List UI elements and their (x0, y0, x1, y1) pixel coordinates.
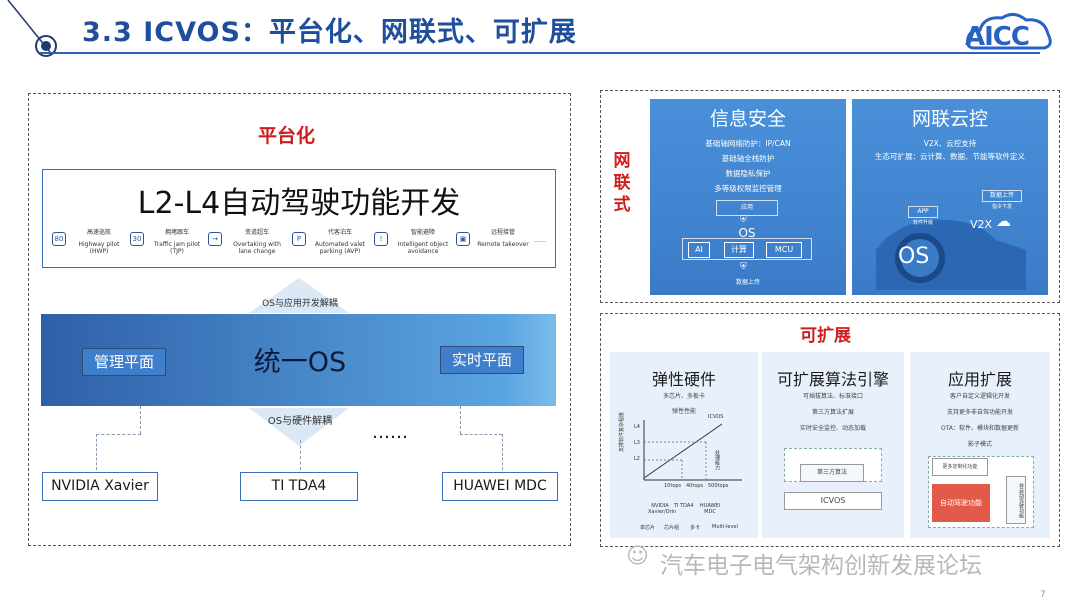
security-mcu-box: MCU (766, 242, 802, 258)
parking-icon: P (292, 232, 306, 246)
security-compute-box: 计算 (724, 242, 754, 258)
algorithm-title: 可扩展算法引擎 (776, 370, 889, 389)
feature-item: 80 高速巡航 Highway pilot (HWP) (50, 229, 130, 263)
cloud-title: 网联云控 (911, 108, 988, 130)
connector (96, 434, 97, 470)
chart-y-label: 支撑软件复杂程度 (619, 411, 625, 452)
shield-icon: ⛨ (740, 215, 747, 225)
connector (96, 434, 141, 435)
hardware-card (610, 352, 758, 538)
adas-banner-title: L2-L4自动驾驶功能开发 (137, 186, 461, 221)
hardware-nvidia: NVIDIA Xavier (42, 472, 158, 501)
car-silhouette-icon (876, 219, 1026, 290)
chart-x-label: 处理能力 (714, 450, 720, 470)
speed-80-icon: 80 (52, 232, 66, 246)
feature-ellipsis: …… (534, 237, 546, 244)
hardware-title: 弹性硬件 (651, 370, 716, 389)
hardware-ti: TI TDA4 (240, 472, 358, 501)
custom-function-box: 更多定制化功能 (932, 458, 988, 476)
logo-text: AICC (965, 22, 1030, 52)
extensible-label: 可扩展 (800, 326, 851, 346)
platform-panel (28, 93, 571, 546)
icvos-box: ICVOS (784, 492, 882, 510)
feature-item: P 代客泊车 Automated valet parking (AVP) (290, 229, 372, 263)
security-os-frame (682, 238, 812, 260)
hardware-ellipsis: …… (372, 422, 408, 443)
extensible-panel (600, 313, 1060, 547)
network-panel (600, 90, 1060, 303)
connector (460, 406, 461, 434)
feature-item: ▣ 远程接管 Remote takeover (454, 229, 534, 263)
feature-item: 30 拥堵跟车 Traffic jam pilot (TJP) (128, 229, 208, 263)
feature-item: → 变道超车 Overtaking with lane change (206, 229, 290, 263)
cloud-upload-box: 数据上传 (982, 190, 1022, 202)
platform-label: 平台化 (258, 125, 316, 147)
header-underline (40, 52, 1040, 54)
remote-icon: ▣ (456, 232, 470, 246)
security-title: 信息安全 (709, 108, 786, 130)
app-extension-title: 应用扩展 (947, 370, 1012, 389)
security-app-box: 应用 (716, 200, 778, 216)
realtime-plane-box: 实时平面 (440, 346, 524, 374)
wechat-icon: ☺ (626, 544, 649, 569)
watermark-text: 汽车电子电气架构创新发展论坛 (660, 553, 982, 579)
cloud-app-box: APP (908, 206, 938, 218)
app-decouple-label: OS与应用开发解耦 (262, 299, 338, 309)
cloud-os-label: OS (898, 244, 930, 269)
third-party-algo-box: 第三方算法 (800, 464, 864, 482)
cloud-icon: ☁ (996, 212, 1011, 230)
connector (502, 434, 503, 470)
unified-os-label: 统一OS (253, 347, 347, 378)
management-plane-box: 管理平面 (82, 348, 166, 376)
elasticity-chart (643, 420, 742, 481)
security-card (650, 99, 846, 295)
feature-item: ! 智能避障 Intelligent object avoidance (372, 229, 456, 263)
header-decoration (0, 0, 80, 60)
shield-icon: ⛨ (740, 262, 747, 272)
adas-banner (42, 169, 556, 268)
connector (140, 406, 141, 434)
network-label: 网联式 (613, 151, 631, 215)
adf-box: 自动驾驶功能 (932, 484, 990, 522)
security-ai-box: AI (688, 242, 710, 258)
hardware-huawei: HUAWEI MDC (442, 472, 558, 501)
v2x-label: V2X (969, 218, 993, 231)
connector (460, 434, 502, 435)
lane-change-icon: → (208, 232, 222, 246)
page-number: 7 (1040, 590, 1046, 600)
hw-decouple-label: OS与硬件解耦 (267, 416, 333, 427)
connector (300, 440, 301, 470)
security-os: OS (738, 226, 756, 240)
page-title: 3.3 ICVOS：平台化、网联式、可扩展 (82, 17, 577, 48)
cloud-logo-icon (966, 13, 1052, 50)
feature-row: 80 高速巡航 Highway pilot (HWP) 30 拥堵跟车 Traf… (50, 229, 550, 263)
non-adf-box: 非自动驾驶功能 (1006, 476, 1026, 524)
speed-30-icon: 30 (130, 232, 144, 246)
obstacle-icon: ! (374, 232, 388, 246)
decouple-diamond (249, 278, 349, 446)
